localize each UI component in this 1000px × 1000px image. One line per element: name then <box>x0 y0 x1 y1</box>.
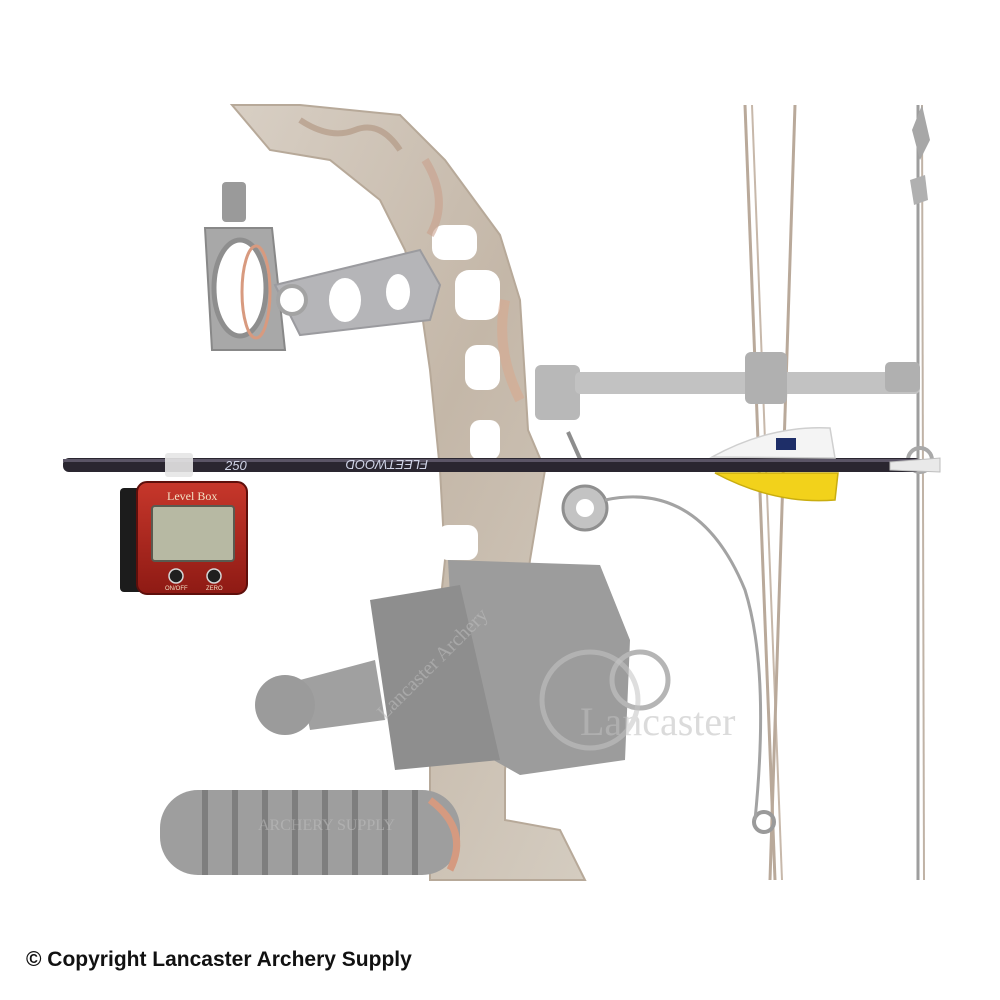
bow-sight <box>203 182 442 351</box>
watermark-logo <box>539 649 641 751</box>
arrow: FLEETWOOD 250 <box>63 426 941 502</box>
watermark-sub: ARCHERY SUPPLY <box>258 817 395 834</box>
arrow-spine-text: 250 <box>224 458 247 473</box>
arrow-fletch-yellow <box>714 472 839 502</box>
level-box: Level Box ON/OFF ZERO <box>120 481 248 595</box>
bow-stabilizer-bar <box>535 352 920 420</box>
bow-lower-stabilizer <box>160 790 461 875</box>
copyright-notice: © Copyright Lancaster Archery Supply <box>26 948 412 971</box>
level-box-button-left <box>168 568 184 584</box>
level-box-screen <box>151 505 235 562</box>
arrow-fletch-white <box>709 426 836 459</box>
level-box-button-right-label: ZERO <box>206 586 223 592</box>
watermark-main: Lancaster <box>580 699 735 744</box>
level-box-button-left-label: ON/OFF <box>165 586 188 592</box>
arrow-brand-text: FLEETWOOD <box>346 457 428 472</box>
level-box-button-right <box>206 568 222 584</box>
level-box-label: Level Box <box>167 489 217 503</box>
bow-grip <box>255 560 671 775</box>
